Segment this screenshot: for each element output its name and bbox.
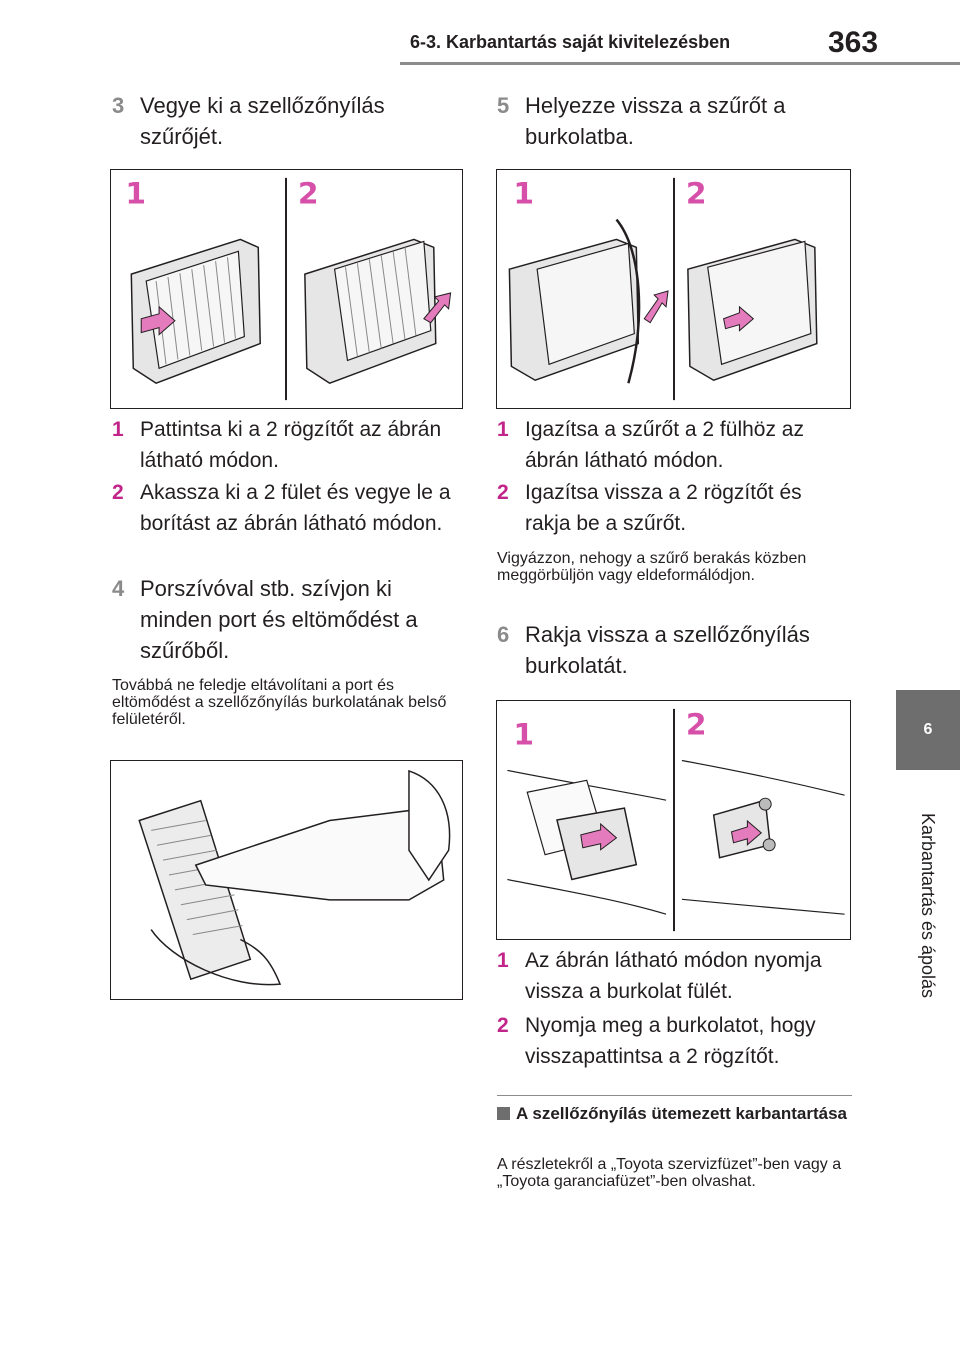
step-number: 6 (497, 622, 510, 647)
substep-text: Akassza ki a 2 fület és vegye le a borít… (140, 481, 451, 535)
figure-label-2: 2 (686, 708, 707, 743)
substep-4: 2 Nyomja meg a burkolatot, hogy visszapa… (497, 1010, 852, 1072)
section-rule (497, 1095, 852, 1096)
substep-number: 1 (497, 949, 509, 972)
substep-2: 2 Igazítsa vissza a 2 rögzítőt és rakja … (497, 477, 852, 539)
substep-1: 1 Igazítsa a szűrőt a 2 fülhöz az ábrán … (497, 414, 852, 476)
section-title: 6-3. Karbantartás saját kivitelezésben (410, 32, 731, 52)
step-number: 5 (497, 93, 510, 118)
section-heading: A szellőzőnyílás ütemezett karbantartása (497, 1104, 852, 1124)
figure-vacuum-filter (110, 760, 463, 1000)
substep-number: 1 (497, 418, 509, 441)
substep-number: 2 (497, 1014, 509, 1037)
step-number: 3 (112, 93, 125, 118)
figure-label-1: 1 (513, 718, 534, 753)
substep-number: 2 (497, 481, 509, 504)
figure-label-2: 2 (686, 177, 707, 212)
step-text: Helyezze vissza a szűrőt a burkolatba. (525, 93, 786, 149)
figure-label-2: 2 (298, 177, 319, 212)
section-heading-text: A szellőzőnyílás ütemezett karbantartása (516, 1104, 847, 1123)
substep-number: 1 (112, 418, 124, 441)
figure-replace-cover: 1 2 (496, 700, 851, 940)
substep-text: Igazítsa a szűrőt a 2 fülhöz az ábrán lá… (525, 418, 804, 472)
figure-insert-filter: 1 2 (496, 169, 851, 409)
caution-note: Vigyázzon, nehogy a szűrő berakás közben… (497, 550, 807, 584)
substep-text: Az ábrán látható módon nyomja vissza a b… (525, 949, 822, 1003)
substep-text: Nyomja meg a burkolatot, hogy visszapatt… (525, 1014, 816, 1068)
chapter-tab: 6 (896, 690, 960, 770)
step-number: 4 (112, 576, 125, 601)
step-4: 4 Porszívóval stb. szívjon ki minden por… (112, 573, 467, 666)
square-bullet-icon (497, 1107, 510, 1120)
substep-text: Igazítsa vissza a 2 rögzítőt és rakja be… (525, 481, 802, 535)
section-text: A részletekről a „Toyota szervizfüzet”-b… (497, 1156, 842, 1190)
step-5: 5 Helyezze vissza a szűrőt a burkolatba. (497, 90, 852, 152)
substep-text: Pattintsa ki a 2 rögzítőt az ábrán látha… (140, 418, 442, 472)
substep-number: 2 (112, 481, 124, 504)
note-text: Továbbá ne feledje eltávolítani a port é… (112, 677, 447, 728)
step-6: 6 Rakja vissza a szellőzőnyílás burkolat… (497, 619, 852, 681)
substep-1: 1 Pattintsa ki a 2 rögzítőt az ábrán lát… (112, 414, 467, 476)
step-text: Rakja vissza a szellőzőnyílás burkolatát… (525, 622, 810, 678)
header-rule (400, 62, 960, 65)
step-3: 3 Vegye ki a szellőzőnyílás szűrőjét. (112, 90, 467, 152)
step-text: Porszívóval stb. szívjon ki minden port … (140, 576, 418, 663)
figure-label-1: 1 (125, 177, 146, 212)
substep-2: 2 Akassza ki a 2 fület és vegye le a bor… (112, 477, 467, 539)
chapter-title: Karbantartás és ápolás (918, 812, 939, 998)
figure-remove-filter: 1 2 (110, 169, 463, 409)
step-text: Vegye ki a szellőzőnyílás szűrőjét. (140, 93, 385, 149)
page-number: 363 (828, 26, 879, 59)
substep-3: 1 Az ábrán látható módon nyomja vissza a… (497, 945, 852, 1007)
figure-label-1: 1 (513, 177, 534, 212)
